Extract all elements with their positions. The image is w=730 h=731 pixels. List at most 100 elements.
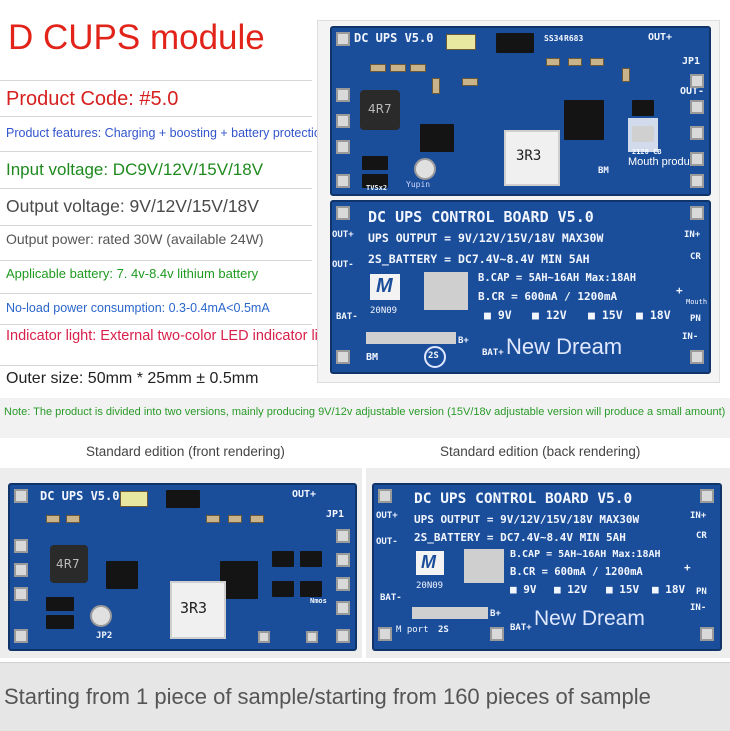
pcb-label-bm: BM xyxy=(598,166,609,176)
spec-output-power-text: Output power: rated 30W (available 24W) xyxy=(6,231,264,247)
pcb-back-opt-12v-label: 12V xyxy=(545,308,567,322)
pcb-smd-8 xyxy=(590,58,604,66)
watermark-text: Mouth product xyxy=(628,156,699,168)
pcb-fb-ic-2 xyxy=(220,561,258,599)
pcb-fb-smd-1 xyxy=(46,515,60,523)
pcb-fb-pad-r3 xyxy=(336,577,350,591)
pcb-bb-opt-9v-label: 9V xyxy=(523,583,537,596)
pcb-fb-diode-bl-2 xyxy=(46,615,74,629)
pcb-fb-sot-1 xyxy=(272,551,294,567)
pcb-back-pin-out-minus: OUT- xyxy=(332,260,354,270)
pcb-label-out-plus: OUT+ xyxy=(648,32,673,43)
pcb-label-ss54: SS34 xyxy=(544,34,564,43)
caption-front: Standard edition (front rendering) xyxy=(86,444,285,459)
pcb-fb-pad-bl xyxy=(14,629,28,643)
pcb-fb-cap-c260 xyxy=(120,491,148,507)
pcb-back-bm: BM xyxy=(366,352,379,363)
pcb-back-corner-bl xyxy=(336,350,350,364)
pcb-bb-pin-out-plus: OUT+ xyxy=(376,511,398,521)
pcb-back-led-square xyxy=(424,272,468,310)
pcb-back-logo-box xyxy=(370,274,400,300)
pcb-bb-logo-box xyxy=(416,551,444,575)
pcb-pad-corner-tl xyxy=(336,32,350,46)
pcb-fb-pad-br xyxy=(336,629,350,643)
pcb-back-bplus: B+ xyxy=(458,336,469,346)
pcb-fb-pad-r2 xyxy=(336,553,350,567)
pcb-smd-5 xyxy=(462,78,478,86)
pcb-bb-pin-plus: + xyxy=(684,561,691,574)
pcb-back-ups-output: UPS OUTPUT = 9V/12V/15V/18V MAX30W xyxy=(368,231,604,245)
spec-indicator-text: Indicator light: External two-color LED … xyxy=(6,328,339,344)
pcb-smd-7 xyxy=(568,58,582,66)
spec-product-code-text: Product Code: #5.0 xyxy=(6,88,179,110)
pcb-smd-1 xyxy=(370,64,386,72)
pcb-bb-bcr: B.CR = 600mA / 1200mA xyxy=(510,566,643,578)
pcb-bb-opt-12v: ■ 12V xyxy=(554,583,588,596)
pcb-choke-label: 4R7 xyxy=(368,102,392,116)
pcb-fb-jp2: JP2 xyxy=(96,631,113,641)
pcb-back-opt-15v-label: 15V xyxy=(601,308,623,322)
note-band xyxy=(0,398,730,438)
pcb-diode-bottom-2 xyxy=(362,174,388,188)
pcb-bb-pin-cr: CR xyxy=(696,531,707,541)
spec-battery: Applicable battery: 7. 4v-8.4v lithium b… xyxy=(0,261,312,294)
pcb-bb-pad-bar xyxy=(412,607,488,619)
pcb-fb-sot-3 xyxy=(272,581,294,597)
pcb-back-bat-plus: BAT+ xyxy=(482,348,504,358)
spec-output-power: Output power: rated 30W (available 24W) xyxy=(0,226,312,261)
pcb-back-logo: M xyxy=(376,275,393,297)
spec-size: Outer size: 50mm * 25mm ± 0.5mm xyxy=(0,366,312,393)
pcb-front-bottom: DC UPS V5.0 OUT+ JP1 4R7 3R3 JP2 Nmos xyxy=(8,483,357,651)
pcb-pad-left-3 xyxy=(336,140,350,154)
pcb-bb-2s: 2S xyxy=(438,625,449,635)
spec-size-text: Outer size: 50mm * 25mm ± 0.5mm xyxy=(6,370,259,387)
pcb-label-2120: 2120 CB xyxy=(632,148,662,156)
pcb-bb-mport: M port xyxy=(396,625,429,635)
pcb-fb-jp1: JP1 xyxy=(326,509,345,520)
pcb-bb-opt-18v-label: 18V xyxy=(665,583,686,596)
pcb-ic-1 xyxy=(420,124,454,152)
pcb-fb-diode-bl xyxy=(46,597,74,611)
pcb-back-opt-15v: ■ 15V xyxy=(588,308,623,322)
pcb-bb-opt-18v: ■ 18V xyxy=(652,583,686,596)
pcb-cap-round xyxy=(414,158,436,180)
pcb-diode-top xyxy=(496,33,534,53)
pcb-fb-inductor xyxy=(170,581,226,639)
pcb-bb-ups-output: UPS OUTPUT = 9V/12V/15V/18V MAX30W xyxy=(414,513,640,526)
page-title: D CUPS module xyxy=(8,18,265,57)
pcb-pad-right-3 xyxy=(690,126,704,140)
pcb-back-bcap: B.CAP = 5AH~16AH Max:18AH xyxy=(478,272,637,284)
pcb-back-pin-out-plus: OUT+ xyxy=(332,230,354,240)
pcb-pad-corner-bl xyxy=(336,174,350,188)
spec-indicator: Indicator light: External two-color LED … xyxy=(0,325,340,366)
pcb-fb-ic-1 xyxy=(106,561,138,589)
pcb-fb-pad-r1 xyxy=(336,529,350,543)
pcb-back-pin-in-plus: IN+ xyxy=(684,230,701,240)
pcb-bb-pad-tl xyxy=(378,489,392,503)
pcb-fb-pad-b2 xyxy=(306,631,318,643)
pcb-inductor-3r3 xyxy=(504,130,560,186)
pcb-back-opt-18v-label: 18V xyxy=(649,308,671,322)
pcb-back-pin-pn: PN xyxy=(690,314,701,324)
pcb-fb-diode-top xyxy=(166,490,200,508)
pcb-choke-4r7 xyxy=(360,90,400,130)
pcb-bb-bcap: B.CAP = 5AH~16AH Max:18AH xyxy=(510,549,661,560)
spec-noload: No-load power consumption: 0.3-0.4mA<0.5… xyxy=(0,294,312,325)
pcb-pad-right-2 xyxy=(690,100,704,114)
pcb-fb-choke xyxy=(50,545,88,583)
pcb-diode-bottom xyxy=(362,156,388,170)
pcb-pad-right-4 xyxy=(690,152,704,166)
pcb-bb-bplus: B+ xyxy=(490,609,501,619)
pcb-bb-pad-bl xyxy=(378,627,392,641)
pcb-front-bottom-title: DC UPS V5.0 xyxy=(40,489,120,503)
title-underline xyxy=(0,80,312,81)
spec-features-text: Product features: Charging + boosting + … xyxy=(6,126,328,140)
pcb-smd-9 xyxy=(622,68,630,82)
pcb-label-yupin: Yupin xyxy=(406,180,431,189)
spec-noload-text: No-load power consumption: 0.3-0.4mA<0.5… xyxy=(6,301,270,315)
pcb-bb-opt-15v: ■ 15V xyxy=(606,583,640,596)
pcb-fb-choke-label: 4R7 xyxy=(56,557,80,571)
pcb-pad-left-2 xyxy=(336,114,350,128)
pcb-bb-logo: M xyxy=(421,552,436,572)
pcb-back-opt-18v: ■ 18V xyxy=(636,308,671,322)
